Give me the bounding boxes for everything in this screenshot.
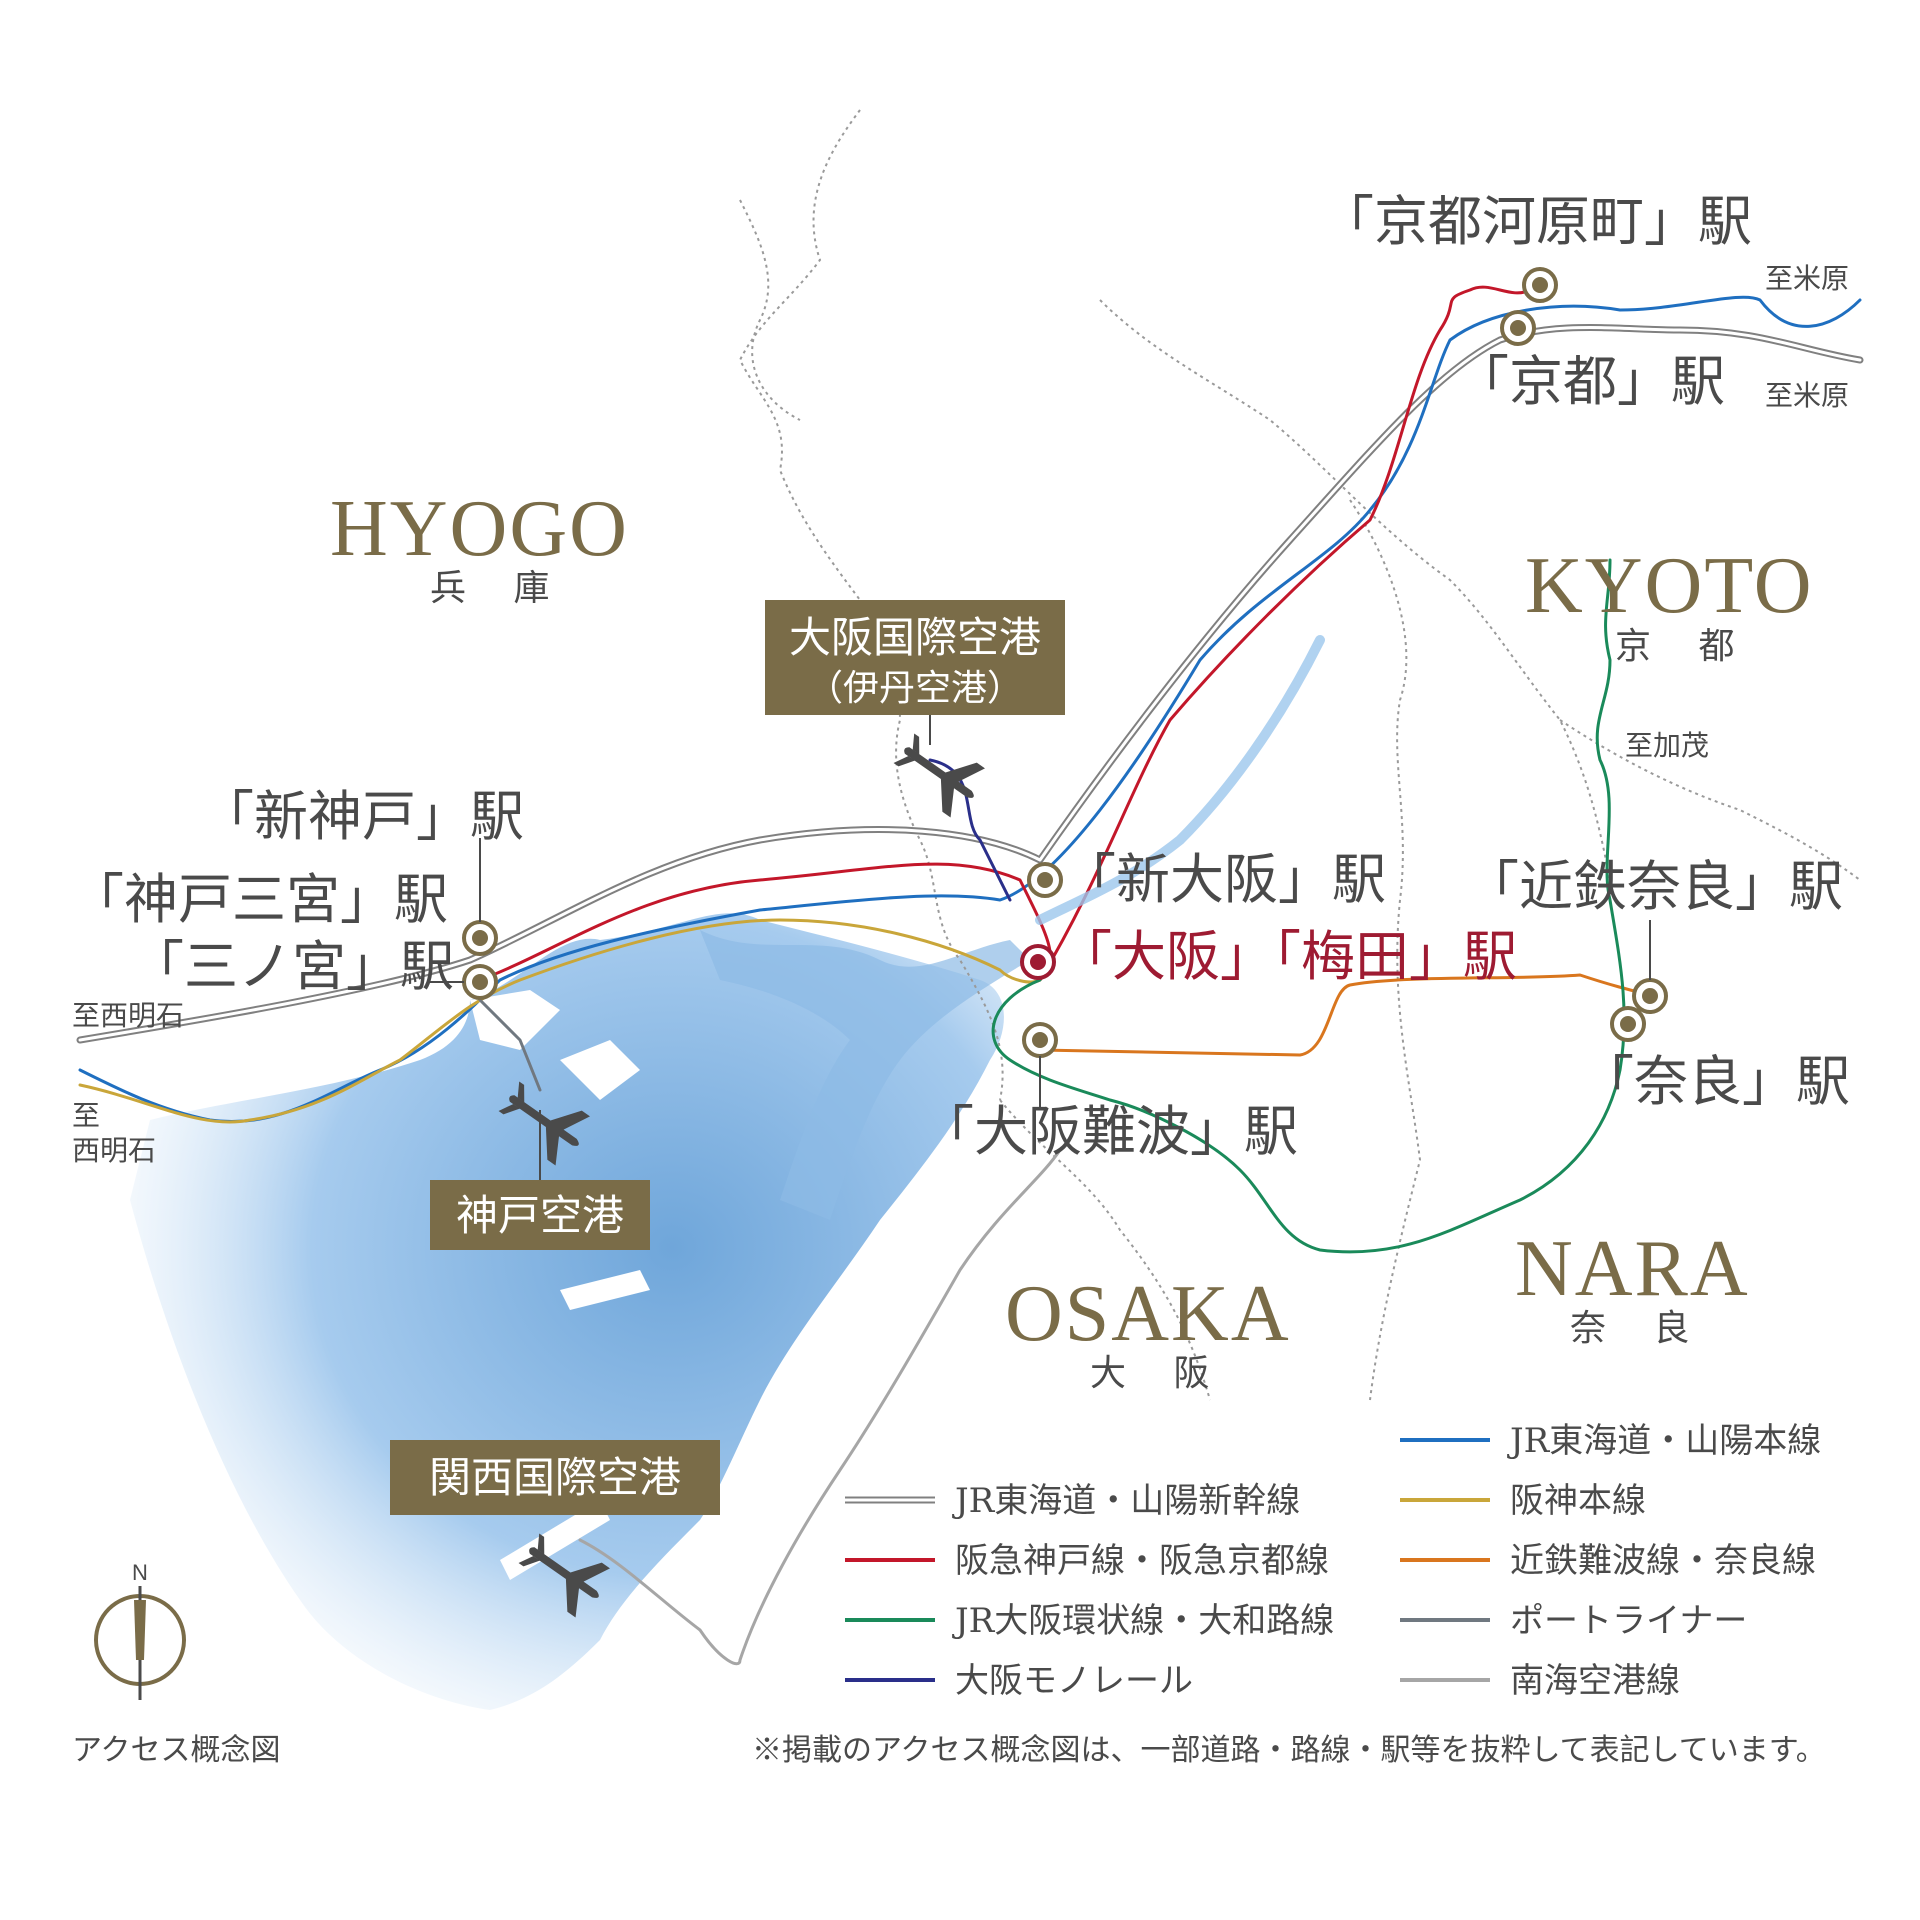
station-label-shinosaka: 「新大阪」駅: [1062, 848, 1386, 911]
airport-kobe: 神戸空港: [430, 1071, 650, 1250]
prefecture-borders: [738, 109, 1861, 1401]
legend-item: JR東海道・山陽新幹線: [845, 1481, 1300, 1521]
airport-itami-label: 大阪国際空港: [789, 613, 1041, 662]
station-label-kobesannomiya: 「神戸三宮」駅: [70, 868, 448, 931]
station-label-shinkobe: 「新神戸」駅: [200, 785, 524, 848]
line-jr-loop: [991, 558, 1626, 1254]
caption-access-map: アクセス概念図: [72, 1733, 281, 1768]
legend-item: 南海空港線: [1400, 1661, 1680, 1701]
region-hyogo-jp: 兵 庫: [430, 568, 567, 609]
legend-item: 大阪モノレール: [845, 1661, 1193, 1701]
station-marker-umeda: [1020, 944, 1056, 980]
legend-label: ポートライナー: [1510, 1601, 1747, 1641]
legend-label: JR東海道・山陽本線: [1507, 1421, 1821, 1461]
railway-lines: [76, 285, 1864, 1666]
station-marker-kyoto: [1500, 310, 1536, 346]
region-hyogo-en: HYOGO: [330, 485, 629, 573]
station-label-osakanamba: 「大阪難波」駅: [920, 1100, 1298, 1163]
station-label-kyoto: 「京都」駅: [1455, 350, 1725, 413]
line-portliner: [478, 998, 542, 1092]
region-nara-en: NARA: [1515, 1225, 1750, 1313]
legend-label: JR東海道・山陽新幹線: [952, 1481, 1300, 1521]
region-osaka-jp: 大 阪: [1090, 1353, 1227, 1394]
legend-item: 近鉄難波線・奈良線: [1400, 1541, 1816, 1581]
legend-label: 南海空港線: [1510, 1661, 1680, 1701]
region-nara-jp: 奈 良: [1570, 1308, 1707, 1349]
dest-nishiakashi-2a: 至: [72, 1099, 100, 1132]
legend-item: 阪神本線: [1400, 1481, 1646, 1521]
airport-kansai-box: [390, 1440, 720, 1515]
dest-nishiakashi-1: 至西明石: [72, 999, 184, 1032]
airport-itami-sublabel: （伊丹空港）: [807, 668, 1023, 709]
legend-label: 阪急神戸線・阪急京都線: [955, 1541, 1329, 1581]
compass: N: [94, 1560, 186, 1700]
line-hankyu: [478, 285, 1532, 982]
legend-item: JR東海道・山陽本線: [1400, 1421, 1821, 1461]
airport-itami-box: [765, 600, 1065, 715]
station-marker-kobesannomiya: [462, 920, 498, 956]
dest-maibara-2: 至米原: [1765, 379, 1849, 412]
station-markers: [462, 267, 1668, 1058]
station-label-sannomiya: 「三ノ宮」駅: [130, 935, 454, 998]
station-marker-sannomiya: [462, 964, 498, 1000]
airport-kobe-box: [430, 1180, 650, 1250]
station-marker-namba: [1022, 1022, 1058, 1058]
compass-north-label: N: [132, 1560, 148, 1585]
dest-maibara-1: 至米原: [1765, 262, 1849, 295]
dest-kamo: 至加茂: [1625, 729, 1709, 762]
legend-label: 近鉄難波線・奈良線: [1510, 1541, 1816, 1581]
region-kyoto-en: KYOTO: [1525, 542, 1814, 630]
station-label-kawaramachi: 「京都河原町」駅: [1320, 190, 1752, 253]
station-marker-shinosaka: [1027, 862, 1063, 898]
caption-disclaimer: ※掲載のアクセス概念図は、一部道路・路線・駅等を抜粋して表記しています。: [752, 1733, 1826, 1768]
line-kintetsu: [1038, 973, 1652, 1057]
station-marker-kawaramachi: [1522, 267, 1558, 303]
legend-label: 阪神本線: [1510, 1481, 1646, 1521]
region-osaka-en: OSAKA: [1005, 1270, 1291, 1358]
osaka-bay: [130, 913, 1030, 1710]
station-marker-kintetsunara: [1632, 978, 1668, 1014]
dest-nishiakashi-2b: 西明石: [72, 1134, 156, 1167]
line-hanshin: [78, 918, 1042, 1124]
legend-label: 大阪モノレール: [955, 1661, 1193, 1701]
station-label-nara: 「奈良」駅: [1580, 1050, 1850, 1113]
airport-kobe-label: 神戸空港: [456, 1191, 624, 1240]
legend-item: ポートライナー: [1400, 1601, 1747, 1641]
station-label-kintetsunara: 「近鉄奈良」駅: [1465, 855, 1843, 918]
airport-itami: 大阪国際空港 （伊丹空港）: [765, 600, 1065, 822]
legend-item: JR大阪環状線・大和路線: [845, 1601, 1334, 1641]
airport-kansai: 関西国際空港: [390, 1440, 720, 1622]
line-nankai: [578, 1148, 1062, 1666]
region-kyoto-jp: 京 都: [1615, 626, 1752, 667]
airplane-icon: [886, 723, 991, 822]
airport-kansai-label: 関西国際空港: [429, 1453, 681, 1502]
legend-label: JR大阪環状線・大和路線: [952, 1601, 1334, 1641]
station-marker-nara: [1610, 1006, 1646, 1042]
legend-item: 阪急神戸線・阪急京都線: [845, 1541, 1329, 1581]
station-label-osaka-umeda: 「大阪」「梅田」駅: [1058, 925, 1517, 988]
